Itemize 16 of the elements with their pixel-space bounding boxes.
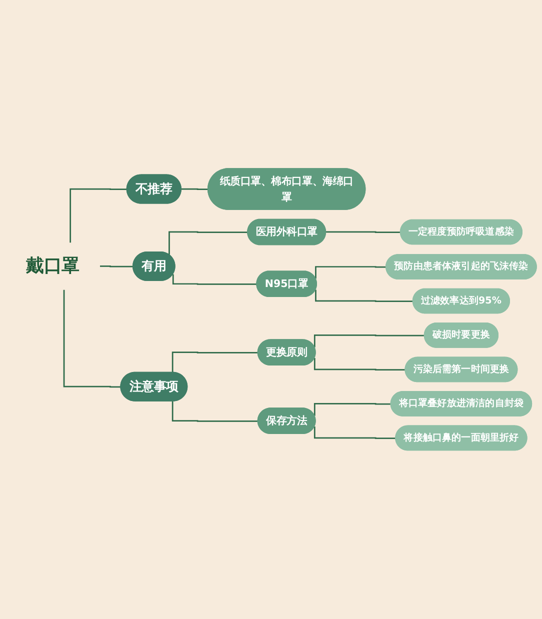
connector: [63, 290, 121, 388]
connector: [314, 426, 396, 440]
connector: [325, 231, 401, 234]
connector: [314, 358, 406, 371]
connector: [172, 352, 258, 373]
connector: [315, 290, 414, 302]
connector: [172, 274, 257, 285]
connector: [168, 231, 248, 255]
connector: [180, 188, 208, 190]
connector: [99, 266, 134, 268]
connector: [70, 188, 128, 243]
connector: [314, 403, 391, 416]
connector: [315, 266, 386, 279]
connector: [172, 401, 258, 422]
node-text: 戴口罩: [26, 256, 80, 276]
connector: [314, 334, 425, 348]
